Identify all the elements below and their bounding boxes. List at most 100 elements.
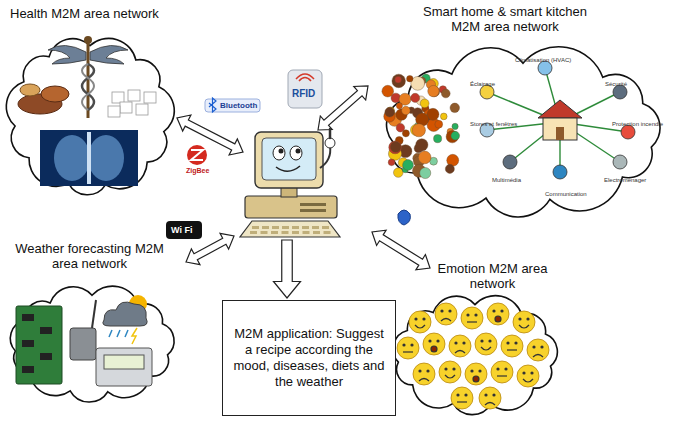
emoji-eye	[418, 369, 421, 372]
emoji-eye	[452, 367, 455, 370]
weather-cloud	[103, 302, 147, 326]
food-item	[388, 159, 395, 166]
sugar-cube	[120, 102, 132, 113]
food-item	[387, 107, 395, 115]
smart-home-illustration	[382, 61, 635, 179]
x-ray-lung	[88, 135, 124, 181]
food-item	[418, 151, 431, 164]
radio-device	[70, 328, 96, 360]
cloud-outline	[370, 46, 676, 218]
emoji-eye	[500, 309, 503, 312]
rfid-waves	[296, 74, 314, 81]
food-item	[430, 157, 438, 165]
food-meat	[41, 86, 69, 102]
emoji-face	[487, 303, 509, 325]
food-item	[434, 135, 442, 143]
home-function-icon	[613, 85, 627, 99]
food-item	[392, 74, 406, 88]
food-item	[396, 103, 402, 109]
protocol-logo-text: Bluetooth	[220, 101, 257, 111]
emoji-eye	[514, 341, 517, 344]
emoji-eye	[464, 393, 467, 396]
health-illustration	[18, 36, 156, 186]
caduceus-wing	[48, 45, 86, 64]
emoji-eye	[522, 371, 525, 374]
food-item	[428, 85, 439, 96]
hand	[325, 138, 335, 148]
food-item	[385, 107, 395, 117]
emoji-face	[435, 303, 457, 325]
emoji-eye	[492, 393, 495, 396]
key	[252, 226, 259, 229]
key	[313, 231, 320, 234]
connection-line	[559, 122, 560, 172]
sugar-cube	[136, 104, 148, 115]
computer-cartoon	[240, 129, 340, 237]
emoji-eye	[466, 313, 469, 316]
emoji-mouth	[473, 376, 479, 382]
house-door	[556, 127, 564, 140]
food-item	[388, 113, 402, 127]
application-text: M2M application: Suggest a recipe accord…	[223, 301, 395, 415]
emoji-eye	[414, 317, 417, 320]
food-item	[411, 77, 425, 91]
food-item	[395, 137, 403, 145]
emoji-eye	[428, 339, 431, 342]
emoji-mouth	[415, 325, 425, 328]
food-item	[427, 118, 440, 131]
house-roof	[538, 100, 582, 118]
screen	[262, 138, 316, 180]
emoji-face	[479, 387, 501, 409]
caduceus-wing	[90, 45, 128, 64]
food-item	[418, 127, 425, 134]
protocol-logo-text: RFID	[292, 88, 315, 100]
food-item	[414, 144, 423, 153]
emoji-mouth	[419, 379, 429, 382]
network-title: Health M2M area network	[10, 6, 210, 21]
emoji-eye	[426, 369, 429, 372]
cloud-outline-path	[393, 296, 557, 415]
emoji-face	[439, 361, 461, 383]
key	[302, 226, 309, 229]
weather-lightning	[132, 328, 137, 344]
food-item	[429, 86, 439, 96]
monitor-stand	[281, 186, 297, 197]
food-item	[451, 131, 460, 140]
food-item	[413, 153, 423, 163]
food-item	[440, 113, 447, 120]
connection-line	[487, 92, 560, 122]
key	[303, 231, 310, 234]
food-item	[424, 112, 432, 120]
emoji-mouth	[481, 347, 491, 350]
emoji-eye	[530, 371, 533, 374]
food-item	[416, 139, 428, 151]
caduceus-top	[84, 36, 92, 44]
food-item	[439, 86, 446, 93]
food-item	[422, 105, 429, 112]
caduceus-snake	[82, 64, 94, 110]
network-cloud: Emotion M2M area network	[385, 292, 565, 418]
double-arrow	[274, 240, 301, 298]
key	[324, 231, 331, 234]
emoji-eye	[492, 309, 495, 312]
food-item	[423, 109, 435, 121]
food-item	[422, 74, 431, 83]
emoji-eye	[480, 339, 483, 342]
emoji-eye	[422, 317, 425, 320]
zigbee-z	[191, 150, 203, 160]
double-arrow	[318, 86, 368, 130]
food-item	[384, 111, 395, 122]
key	[262, 226, 269, 229]
connection-line	[560, 122, 620, 162]
board-chip	[40, 327, 52, 334]
food-item	[388, 147, 401, 160]
home-function-icon	[503, 155, 517, 169]
home-function-icon	[480, 85, 494, 99]
emoji-face	[513, 311, 535, 333]
food-item	[426, 80, 435, 89]
home-function-icon	[621, 125, 635, 139]
connection-line	[545, 68, 560, 122]
emoji-face	[451, 387, 473, 409]
connection-line	[510, 122, 560, 162]
connection-line	[560, 122, 628, 132]
